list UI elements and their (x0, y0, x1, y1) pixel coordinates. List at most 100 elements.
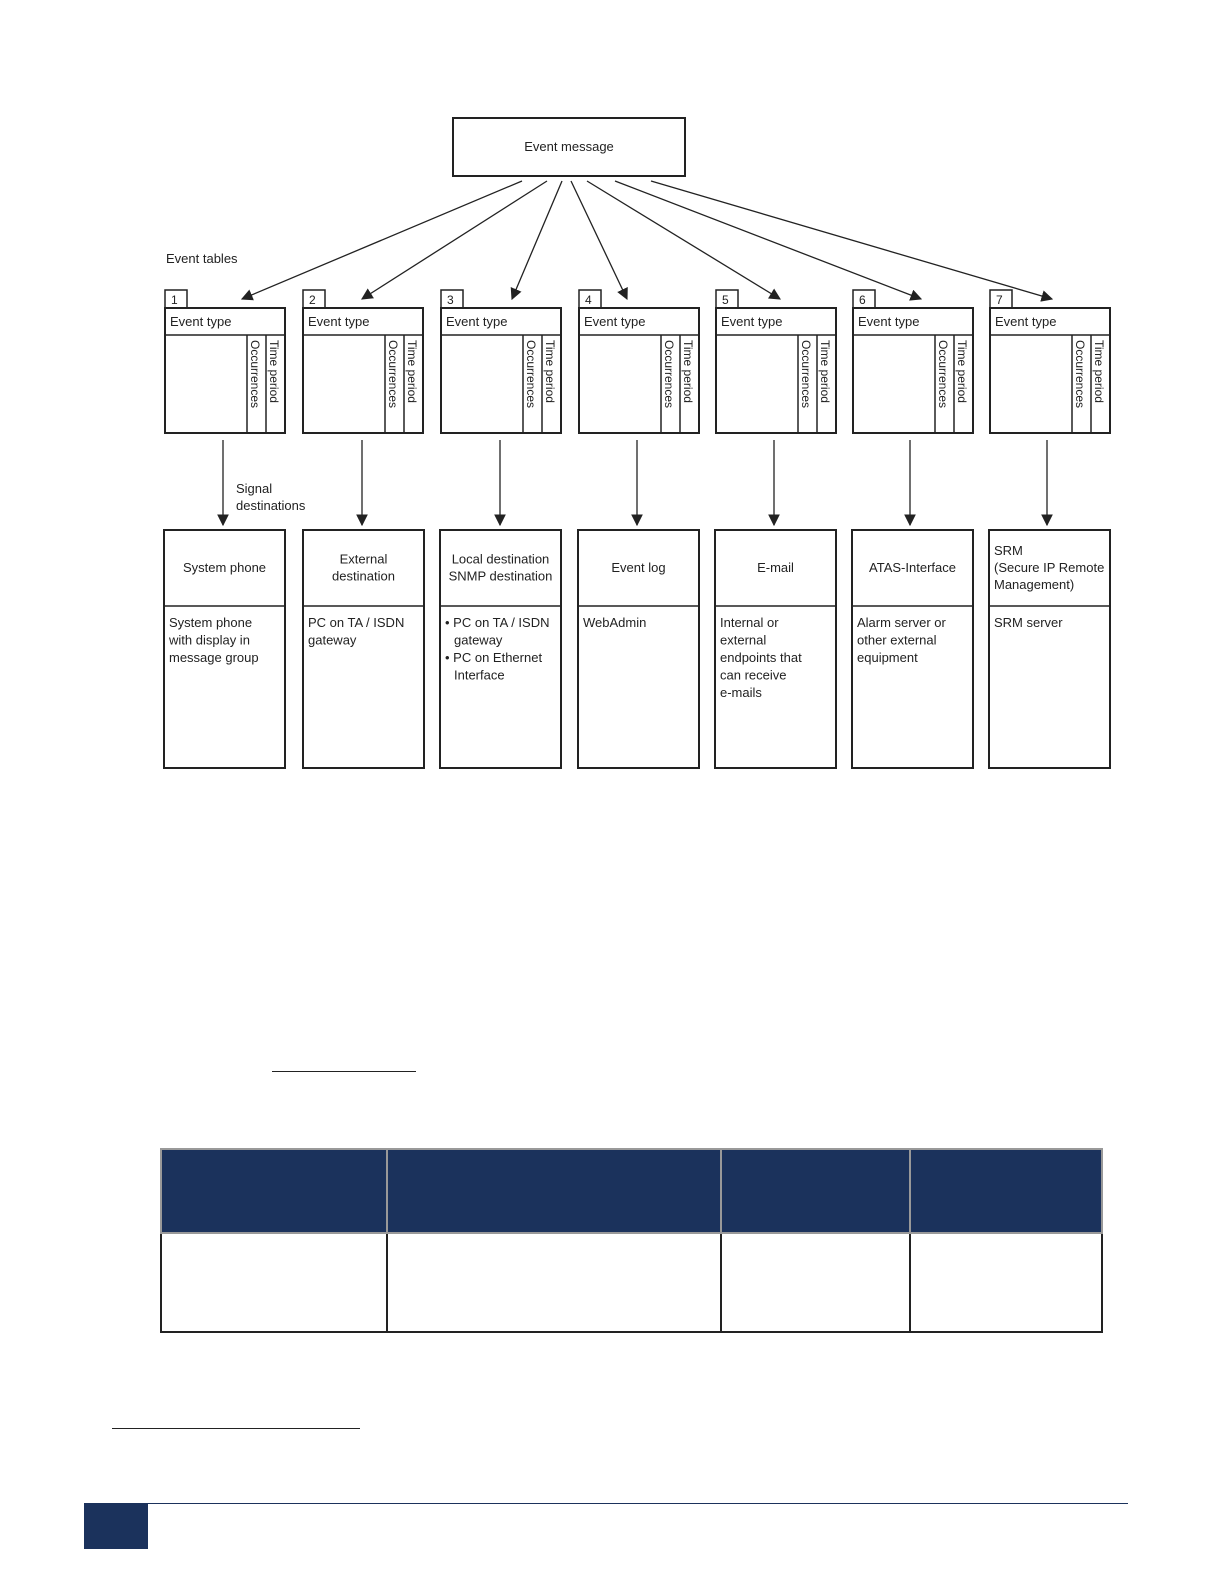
event-table (302, 307, 424, 434)
footer-rule (148, 1503, 1128, 1504)
event-table-time-period-label: Time period (955, 340, 969, 403)
event-table-time-period-label: Time period (818, 340, 832, 403)
signal-destination-title: ATAS-Interface (869, 560, 956, 575)
signal-destination-description: PC on TA / ISDN (308, 615, 404, 630)
event-table (578, 307, 700, 434)
signal-destination-description: equipment (857, 650, 918, 665)
event-table-header: Event type (584, 314, 645, 329)
signal-destination-description: external (720, 633, 766, 648)
signal-destination-description: Alarm server or (857, 615, 947, 630)
table-cell (909, 1232, 1103, 1333)
event-table-occurrences-label: Occurrences (799, 340, 813, 408)
fanout-arrow (614, 180, 923, 301)
event-table-header: Event type (721, 314, 782, 329)
event-table-number: 7 (996, 293, 1003, 307)
event-table (715, 307, 837, 434)
signal-destination-box (577, 529, 700, 769)
signal-destination-title: SNMP destination (449, 569, 553, 584)
event-table-occurrences-label: Occurrences (1073, 340, 1087, 408)
event-table-time-period-label: Time period (543, 340, 557, 403)
event-table-time-period-label: Time period (681, 340, 695, 403)
event-message-box (452, 117, 686, 177)
event-table-header: Event type (308, 314, 369, 329)
event-table-time-period-label: Time period (405, 340, 419, 403)
event-table-header: Event type (995, 314, 1056, 329)
table-header-cell (386, 1148, 722, 1234)
table-header-row (160, 1148, 1103, 1234)
event-table-occurrences-label: Occurrences (248, 340, 262, 408)
events-table (160, 1148, 1103, 1333)
event-table-number: 6 (859, 293, 866, 307)
table-cell (160, 1232, 388, 1333)
signal-destination-description: Interface (454, 668, 505, 683)
signal-destination-box (439, 529, 562, 769)
signal-destination-description: SRM server (994, 615, 1063, 630)
footnote-separator (112, 1428, 360, 1429)
table-row (160, 1232, 1103, 1333)
event-table (164, 307, 286, 434)
table-cell (386, 1232, 722, 1333)
signal-destination-title: E-mail (757, 560, 794, 575)
signal-destination-title: Event log (611, 560, 665, 575)
signal-destination-description: gateway (454, 633, 503, 648)
signal-destinations-label: destinations (236, 498, 306, 513)
signal-destinations-label: Signal (236, 481, 272, 496)
signal-destination-box (302, 529, 425, 769)
event-table-time-period-label: Time period (1092, 340, 1106, 403)
event-table (852, 307, 974, 434)
event-table-header: Event type (446, 314, 507, 329)
event-table-number: 5 (722, 293, 729, 307)
event-table-header: Event type (170, 314, 231, 329)
event-table-occurrences-label: Occurrences (936, 340, 950, 408)
signal-destination-title: Local destination (452, 552, 550, 567)
signal-destination-title: (Secure IP Remote (994, 560, 1104, 575)
table-header-cell (909, 1148, 1103, 1234)
signal-destination-box (714, 529, 837, 769)
signal-destination-description: other external (857, 633, 937, 648)
event-table-number: 1 (171, 293, 178, 307)
event-message-label: Event message (524, 139, 614, 154)
event-table (440, 307, 562, 434)
signal-destination-box (163, 529, 286, 769)
signal-destination-description: gateway (308, 633, 357, 648)
table-header-cell (720, 1148, 911, 1234)
signal-destination-description: System phone (169, 615, 252, 630)
event-table-occurrences-label: Occurrences (386, 340, 400, 408)
link-underline (272, 1071, 416, 1072)
event-table-occurrences-label: Occurrences (524, 340, 538, 408)
event-table-number: 3 (447, 293, 454, 307)
signal-destination-title: System phone (183, 560, 266, 575)
signal-destination-description: • PC on Ethernet (445, 650, 542, 665)
event-table (989, 307, 1111, 434)
table-cell (720, 1232, 911, 1333)
event-table-header: Event type (858, 314, 919, 329)
signal-destination-box (988, 529, 1111, 769)
signal-destination-title: External (340, 552, 388, 567)
fanout-arrow (570, 180, 628, 301)
fanout-arrow (510, 180, 563, 301)
signal-destination-title: destination (332, 569, 395, 584)
event-table-number: 2 (309, 293, 316, 307)
signal-destination-description: can receive (720, 668, 786, 683)
fanout-arrow (650, 180, 1054, 302)
signal-destination-description: Internal or (720, 615, 779, 630)
signal-destination-description: with display in (168, 633, 250, 648)
event-table-time-period-label: Time period (267, 340, 281, 403)
fanout-arrow (586, 180, 781, 300)
signal-destination-description: WebAdmin (583, 615, 646, 630)
table-header-cell (160, 1148, 388, 1234)
event-tables-label: Event tables (166, 251, 238, 266)
fanout-arrow (361, 180, 548, 300)
signal-destination-title: SRM (994, 543, 1023, 558)
signal-destination-title: Management) (994, 577, 1074, 592)
event-table-number: 4 (585, 293, 592, 307)
signal-destination-description: • PC on TA / ISDN (445, 615, 550, 630)
signal-destination-description: endpoints that (720, 650, 802, 665)
signal-destination-box (851, 529, 974, 769)
event-table-occurrences-label: Occurrences (662, 340, 676, 408)
signal-destination-description: message group (169, 650, 259, 665)
page-number-tab (84, 1503, 148, 1549)
fanout-arrow (240, 180, 523, 301)
